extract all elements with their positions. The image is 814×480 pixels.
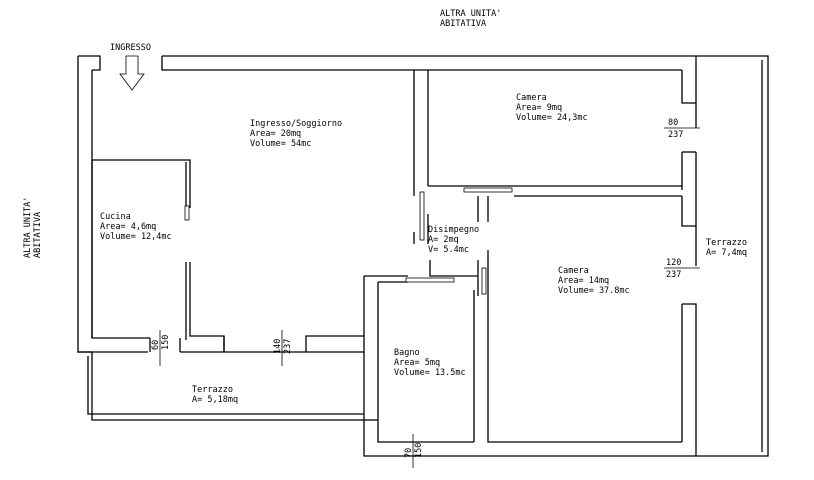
room-name: Camera — [516, 93, 547, 103]
room-area: Area= 14mq — [558, 276, 609, 286]
bedroom-small-door — [463, 187, 513, 193]
window-width: 80 — [668, 118, 678, 128]
neighbor-top-line2: ABITATIVA — [440, 19, 486, 29]
doors — [184, 187, 513, 295]
neighbor-left-line2: ABITATIVA — [33, 212, 43, 258]
outer-walls — [77, 55, 697, 457]
hallway-door — [419, 191, 425, 241]
window-height: 237 — [666, 270, 681, 280]
room-name: Ingresso/Soggiorno — [250, 119, 342, 129]
entrance-arrow-icon — [119, 55, 145, 91]
room-name: Disimpegno — [428, 225, 479, 235]
room-name: Cucina — [100, 212, 131, 222]
room-bedroom-large: Camera Area= 14mq Volume= 37.8mc — [558, 266, 630, 296]
room-volume: Volume= 54mc — [250, 139, 311, 149]
kitchen-door — [184, 205, 190, 221]
room-bathroom: Bagno Area= 5mq Volume= 13.5mc — [394, 348, 466, 378]
room-terrace-right: Terrazzo A= 7,4mq — [706, 238, 747, 258]
window-bedroom-large-dims: 120 237 — [666, 258, 681, 280]
window-height: 150 — [161, 335, 171, 350]
window-ticks — [159, 127, 700, 468]
bathroom-door — [405, 277, 455, 283]
window-width: 120 — [666, 258, 681, 268]
room-kitchen: Cucina Area= 4,6mq Volume= 12,4mc — [100, 212, 172, 242]
window-living-dims: 140 237 — [273, 339, 293, 354]
room-area: Area= 4,6mq — [100, 222, 156, 232]
room-volume: Volume= 13.5mc — [394, 368, 466, 378]
room-bedroom-small: Camera Area= 9mq Volume= 24,3mc — [516, 93, 588, 123]
room-area: Area= 20mq — [250, 129, 301, 139]
interior-walls — [78, 55, 769, 457]
entrance-label: INGRESSO — [110, 43, 151, 53]
room-area: Area= 5mq — [394, 358, 440, 368]
room-name: Terrazzo — [192, 385, 233, 395]
room-hallway: Disimpegno A= 2mq V= 5.4mc — [428, 225, 479, 255]
room-area: Area= 9mq — [516, 103, 562, 113]
window-bedroom-small-dims: 80 237 — [668, 118, 683, 140]
window-width: 140 — [273, 339, 283, 354]
window-height: 237 — [668, 130, 683, 140]
room-name: Terrazzo — [706, 238, 747, 248]
room-area: A= 5,18mq — [192, 395, 238, 405]
room-living: Ingresso/Soggiorno Area= 20mq Volume= 54… — [250, 119, 342, 149]
window-width: 60 — [151, 340, 161, 350]
room-volume: Volume= 24,3mc — [516, 113, 588, 123]
room-area: A= 2mq — [428, 235, 459, 245]
room-terrace-bottom: Terrazzo A= 5,18mq — [192, 385, 238, 405]
window-height: 150 — [414, 443, 424, 458]
room-area: A= 7,4mq — [706, 248, 747, 258]
room-volume: Volume= 12,4mc — [100, 232, 172, 242]
room-volume: V= 5.4mc — [428, 245, 469, 255]
room-volume: Volume= 37.8mc — [558, 286, 630, 296]
bedroom-large-door — [481, 267, 487, 295]
room-name: Camera — [558, 266, 589, 276]
window-bathroom-dims: 70 150 — [404, 443, 424, 458]
window-width: 70 — [404, 448, 414, 458]
neighbor-top-line1: ALTRA UNITA' — [440, 9, 501, 19]
neighbor-left-line1: ALTRA UNITA' — [23, 197, 33, 258]
room-name: Bagno — [394, 348, 420, 358]
window-height: 237 — [283, 339, 293, 354]
window-kitchen-dims: 60 150 — [151, 335, 171, 350]
